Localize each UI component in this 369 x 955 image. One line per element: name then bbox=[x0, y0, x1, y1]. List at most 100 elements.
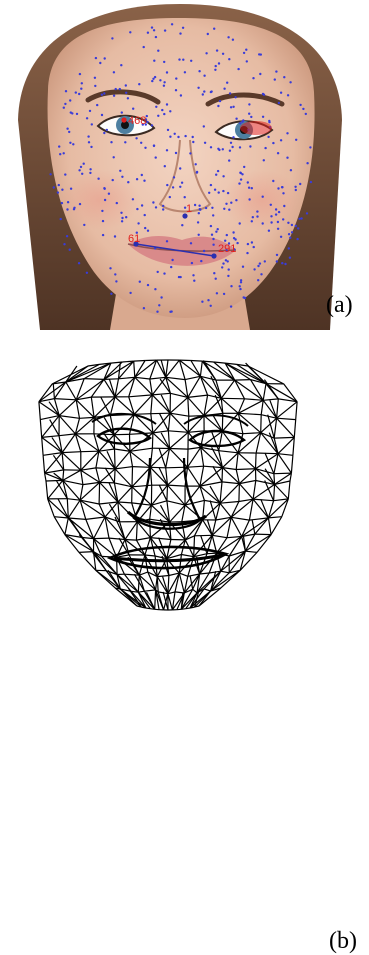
mesh-edge bbox=[231, 517, 242, 536]
landmark-dot bbox=[125, 84, 127, 86]
mesh-edge bbox=[170, 449, 189, 450]
landmark-dot bbox=[147, 230, 149, 232]
landmark-dot bbox=[239, 172, 241, 174]
mesh-edge bbox=[101, 397, 111, 415]
landmark-dot bbox=[232, 231, 234, 233]
landmark-dot bbox=[257, 279, 259, 281]
landmark-dot bbox=[275, 208, 277, 210]
mesh-edge bbox=[263, 384, 266, 401]
mesh-edge bbox=[201, 536, 207, 554]
landmark-dot bbox=[169, 136, 171, 138]
landmark-dot bbox=[207, 299, 209, 301]
mesh-edge bbox=[188, 467, 200, 486]
landmark-dot bbox=[155, 156, 157, 158]
landmark-dot bbox=[64, 103, 66, 105]
landmark-dot bbox=[179, 167, 181, 169]
landmark-dot bbox=[113, 156, 115, 158]
mesh-edge bbox=[168, 485, 186, 486]
landmark-dot bbox=[194, 204, 196, 206]
mesh-edge bbox=[277, 418, 295, 437]
landmark-dot bbox=[164, 29, 166, 31]
landmark-dot bbox=[229, 150, 231, 152]
landmark-dot bbox=[277, 187, 279, 189]
landmark-dot bbox=[246, 60, 248, 62]
landmark-dot bbox=[163, 81, 165, 83]
mesh-edge bbox=[67, 499, 68, 518]
landmark-dot bbox=[154, 76, 156, 78]
mesh-edge bbox=[278, 454, 291, 473]
landmark-dot bbox=[280, 236, 282, 238]
mesh-edge bbox=[221, 571, 230, 573]
landmark-dot bbox=[173, 176, 175, 178]
landmark-dot bbox=[87, 135, 89, 137]
mesh-edge bbox=[170, 432, 189, 448]
landmark-dot bbox=[281, 262, 283, 264]
face-photo: 468 1 61 291 bbox=[0, 0, 369, 330]
landmark-dot bbox=[178, 276, 180, 278]
mesh-edge bbox=[200, 376, 207, 395]
landmark-dot bbox=[72, 143, 74, 145]
landmark-dot bbox=[272, 142, 274, 144]
mesh-edge bbox=[134, 395, 152, 414]
landmark-dot bbox=[288, 247, 290, 249]
mesh-edge bbox=[58, 499, 68, 518]
mesh-edge bbox=[261, 415, 262, 433]
landmark-dot bbox=[191, 262, 193, 264]
mesh-edge bbox=[179, 573, 184, 593]
landmark-dot bbox=[211, 207, 213, 209]
mesh-edge bbox=[48, 480, 63, 499]
mesh-edge bbox=[65, 535, 79, 553]
mesh-edge bbox=[104, 379, 119, 380]
mesh-edge bbox=[220, 502, 239, 504]
landmark-dot bbox=[166, 149, 168, 151]
landmark-dot bbox=[283, 205, 285, 207]
landmark-dot bbox=[66, 128, 68, 130]
mesh-edge bbox=[274, 484, 275, 500]
landmark-dot bbox=[224, 240, 226, 242]
mesh-edge bbox=[67, 499, 80, 501]
mesh-edge bbox=[274, 418, 276, 438]
mesh-edge bbox=[151, 413, 170, 414]
landmark-dot bbox=[222, 148, 224, 150]
mesh-edge bbox=[284, 384, 297, 402]
landmark-dot bbox=[231, 146, 233, 148]
landmark-dot bbox=[277, 221, 279, 223]
landmark-dot bbox=[218, 62, 220, 64]
landmark-dot bbox=[88, 141, 90, 143]
mesh-edge bbox=[191, 361, 202, 362]
landmark-dot bbox=[251, 220, 253, 222]
landmark-dot bbox=[94, 85, 96, 87]
landmark-dot bbox=[141, 204, 143, 206]
mesh-edge bbox=[213, 416, 222, 432]
landmark-dot bbox=[120, 64, 122, 66]
landmark-dot bbox=[156, 311, 158, 313]
landmark-dot bbox=[248, 103, 250, 105]
mesh-edge bbox=[221, 398, 244, 399]
mesh-edge bbox=[186, 608, 190, 609]
landmark-dot bbox=[89, 172, 91, 174]
landmark-dot bbox=[73, 208, 75, 210]
mesh-edge bbox=[188, 395, 208, 397]
landmark-dot bbox=[189, 152, 191, 154]
mesh-edge bbox=[270, 400, 277, 418]
mesh-edge bbox=[181, 609, 185, 610]
landmark-dot bbox=[58, 145, 60, 147]
landmark-dot bbox=[65, 90, 67, 92]
landmark-dot bbox=[192, 141, 194, 143]
landmark-61-label: 61 bbox=[128, 233, 140, 245]
mesh-edge bbox=[147, 592, 155, 609]
landmark-dot bbox=[215, 231, 217, 233]
mesh-edge bbox=[125, 522, 137, 540]
mesh-edge bbox=[261, 418, 277, 433]
landmark-dot bbox=[154, 288, 156, 290]
landmark-dot bbox=[157, 115, 159, 117]
landmark-dot bbox=[232, 39, 234, 41]
mesh-edge bbox=[81, 470, 83, 484]
landmark-dot bbox=[200, 260, 202, 262]
landmark-dot bbox=[223, 208, 225, 210]
landmark-dot bbox=[119, 170, 121, 172]
mesh-edge bbox=[54, 517, 68, 518]
landmark-dot bbox=[214, 69, 216, 71]
landmark-dot bbox=[228, 209, 230, 211]
mesh-edge bbox=[278, 454, 293, 456]
